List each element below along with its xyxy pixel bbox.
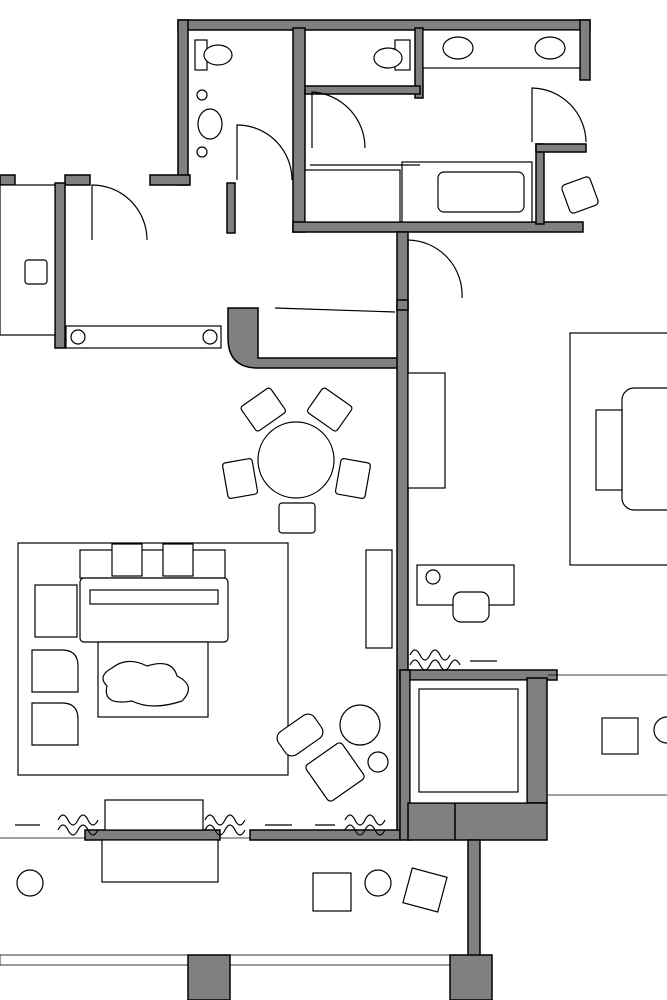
tv-console bbox=[407, 372, 446, 489]
console bbox=[65, 325, 222, 349]
door-swing bbox=[311, 91, 366, 149]
side-table bbox=[34, 584, 78, 638]
side-chair bbox=[162, 543, 194, 577]
sink bbox=[442, 36, 474, 60]
sink-icon bbox=[24, 259, 48, 285]
bathtub bbox=[401, 161, 533, 223]
round-side-table bbox=[339, 704, 381, 746]
armchair bbox=[305, 742, 365, 802]
heater bbox=[104, 799, 204, 831]
balcony-chair bbox=[312, 872, 352, 912]
dining-set bbox=[222, 387, 371, 534]
doors bbox=[0, 87, 587, 299]
bathtub-basin bbox=[437, 171, 525, 213]
dining-chair bbox=[334, 458, 371, 499]
living-area bbox=[17, 542, 389, 802]
balcony-table bbox=[653, 716, 667, 744]
faucet-icon bbox=[196, 146, 208, 158]
walls bbox=[0, 19, 591, 1000]
sculpture bbox=[102, 660, 189, 707]
desk-chair bbox=[452, 591, 490, 623]
waste-bin bbox=[367, 751, 389, 773]
door-swing bbox=[91, 184, 148, 241]
balcony-chair bbox=[601, 717, 639, 755]
balcony-chair bbox=[402, 867, 448, 913]
sink bbox=[197, 108, 223, 140]
closet bbox=[409, 679, 528, 804]
sofa-back-table bbox=[79, 549, 226, 579]
armchair bbox=[561, 176, 599, 214]
side-console bbox=[365, 549, 393, 649]
bench bbox=[595, 409, 623, 491]
curtains bbox=[15, 649, 497, 836]
door-swing bbox=[236, 124, 293, 181]
dining-chair bbox=[306, 387, 353, 432]
door-swing bbox=[531, 87, 587, 143]
bathroom-fixtures bbox=[194, 29, 581, 223]
armchair bbox=[31, 649, 79, 693]
sink bbox=[534, 36, 566, 60]
balcony-table bbox=[364, 869, 392, 897]
coffee-table bbox=[97, 641, 209, 718]
bedroom bbox=[416, 176, 667, 796]
sofa bbox=[79, 577, 229, 643]
window-unit bbox=[0, 799, 250, 883]
lounge-chair bbox=[276, 713, 324, 757]
bed bbox=[621, 387, 667, 511]
balcony-table bbox=[16, 869, 44, 897]
hallway-furniture bbox=[0, 184, 446, 649]
shower bbox=[304, 169, 401, 223]
bed-rug bbox=[569, 332, 667, 566]
dining-chair bbox=[240, 387, 287, 432]
rug bbox=[17, 542, 289, 776]
dining-table bbox=[257, 421, 335, 499]
planter bbox=[101, 839, 219, 883]
dining-chair bbox=[222, 458, 259, 499]
dining-chair bbox=[278, 502, 316, 534]
balcony-furniture bbox=[0, 716, 667, 966]
faucet-icon bbox=[196, 89, 208, 101]
toilet-bowl bbox=[373, 47, 403, 69]
side-chair bbox=[111, 543, 143, 577]
armchair bbox=[31, 702, 79, 746]
door-swing bbox=[407, 239, 463, 299]
toilet-bowl bbox=[203, 44, 233, 66]
lamp-icon bbox=[425, 569, 441, 585]
